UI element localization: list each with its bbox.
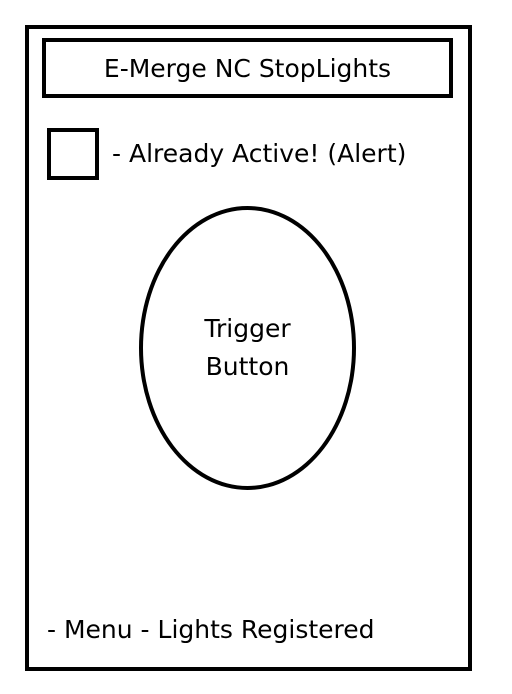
already-active-checkbox[interactable]: [47, 128, 99, 180]
trigger-button-label-line2: Button: [205, 352, 290, 381]
trigger-button-label-line1: Trigger: [204, 314, 291, 343]
app-title-bar: E-Merge NC StopLights: [42, 38, 453, 98]
already-active-label: - Already Active! (Alert): [112, 139, 407, 168]
trigger-button-label: Trigger Button: [204, 310, 290, 386]
footer-menu-lights-registered[interactable]: - Menu - Lights Registered: [47, 615, 375, 644]
trigger-button[interactable]: Trigger Button: [139, 206, 356, 490]
app-title: E-Merge NC StopLights: [103, 53, 392, 83]
